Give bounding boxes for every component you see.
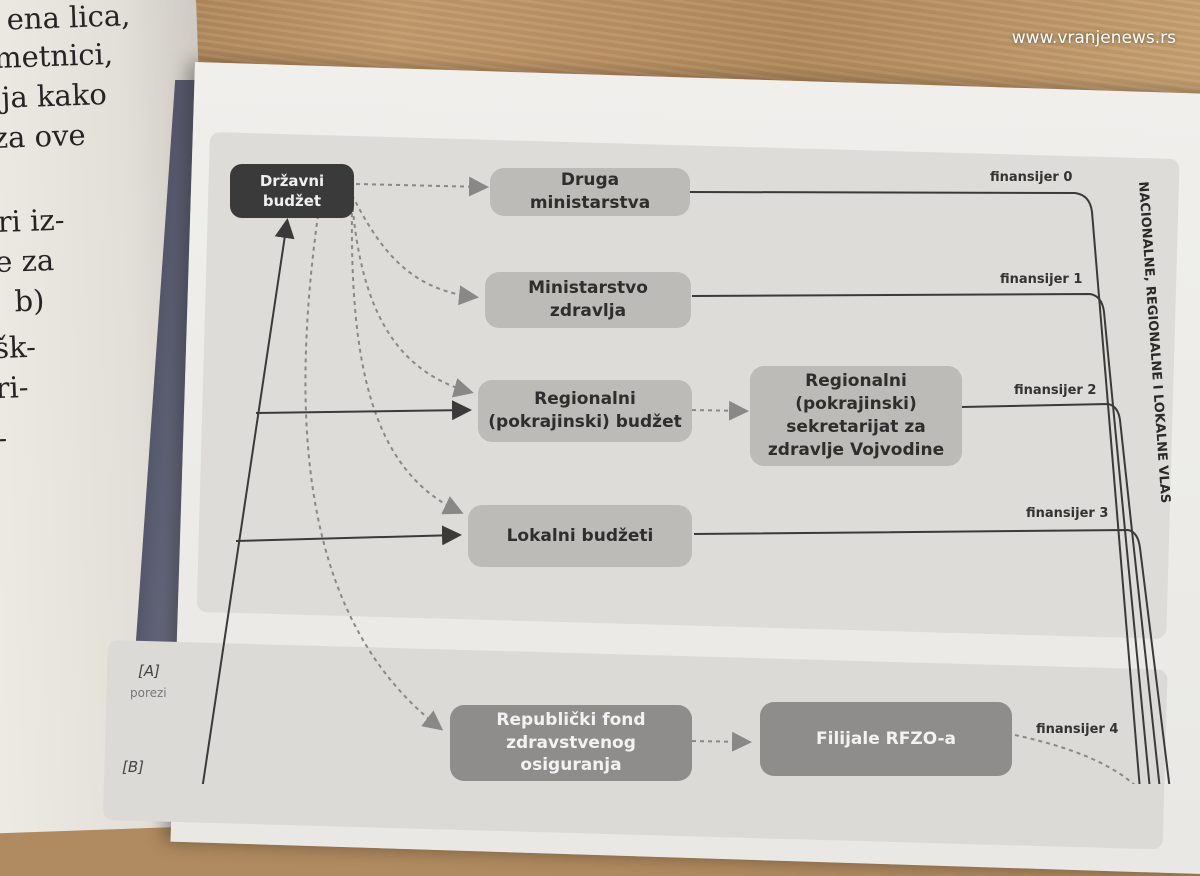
solid-arrow-to-drzavni — [201, 218, 295, 784]
node-label: Filijale RFZO-a — [816, 728, 956, 749]
node-label: Druga ministarstva — [529, 170, 651, 213]
line-finansijer-0 — [689, 191, 1141, 784]
filijale-rfzo-node: Filijale RFZO-a — [760, 702, 1012, 776]
dotted-arrow-to-druga — [355, 176, 489, 197]
node-line: Regionalni — [805, 371, 907, 392]
dotted-arrow-to-filijale — [691, 731, 752, 752]
node-line: sekretarijat za — [786, 417, 926, 437]
node-line: zdravlja — [549, 301, 627, 321]
watermark-text: www.vranjenews.rs — [1011, 28, 1176, 48]
solid-arrow-to-lokalni — [235, 525, 462, 546]
solid-arrow-to-regionalni — [255, 400, 472, 421]
dotted-arrow-to-ministarstvo — [351, 194, 479, 306]
node-line: budžet — [262, 192, 322, 210]
node-line: (pokrajinski) — [795, 394, 917, 415]
node-line: zdravstvenog osiguranja — [506, 732, 636, 776]
finansijer-3-label: finansijer 3 — [1026, 506, 1109, 521]
finansijer-1-label: finansijer 1 — [1000, 272, 1083, 287]
node-line: Republički fond — [496, 709, 646, 730]
regionalni-budzet-node: Regionalni (pokrajinski) budžet — [478, 380, 692, 442]
side-label-a: [A] — [138, 662, 160, 680]
sekretarijat-node: Regionalni (pokrajinski) sekretarijat za… — [750, 366, 962, 466]
ministarstvo-zdravlja-node: Ministarstvo zdravlja — [485, 272, 691, 328]
finansijer-0-label: finansijer 0 — [990, 170, 1073, 185]
rfzo-node: Republički fond zdravstvenog osiguranja — [450, 705, 692, 781]
druga-ministarstva-node: Druga ministarstva — [490, 168, 690, 216]
node-line: Ministarstvo — [528, 278, 648, 299]
dotted-arrow-to-lokalni — [350, 204, 464, 515]
node-line: (pokrajinski) budžet — [488, 412, 682, 432]
finansijer-2-label: finansijer 2 — [1014, 383, 1097, 398]
side-label-b: [B] — [122, 758, 144, 776]
node-line: zdravlje Vojvodine — [767, 439, 945, 460]
lokalni-budzeti-node: Lokalni budžeti — [468, 505, 692, 567]
diagram-connectors — [201, 176, 1171, 784]
line-finansijer-2 — [961, 402, 1161, 784]
node-label: Lokalni budžeti — [506, 525, 654, 546]
node-line: Regionalni — [534, 389, 636, 410]
dotted-arrow-to-rfzo — [304, 214, 444, 731]
line-finansijer-1 — [691, 292, 1151, 784]
node-line: Državni — [259, 171, 325, 190]
dotted-curve-finansijer-4 — [1014, 734, 1135, 784]
side-label-porezi: porezi — [130, 686, 167, 700]
drzavni-budzet-node: Državni budžet — [230, 164, 354, 218]
dotted-arrow-to-sekretarijat — [691, 400, 749, 421]
line-finansijer-3 — [693, 528, 1171, 784]
dotted-arrow-to-regionalni — [351, 199, 474, 398]
finansijer-4-label: finansijer 4 — [1036, 722, 1119, 737]
